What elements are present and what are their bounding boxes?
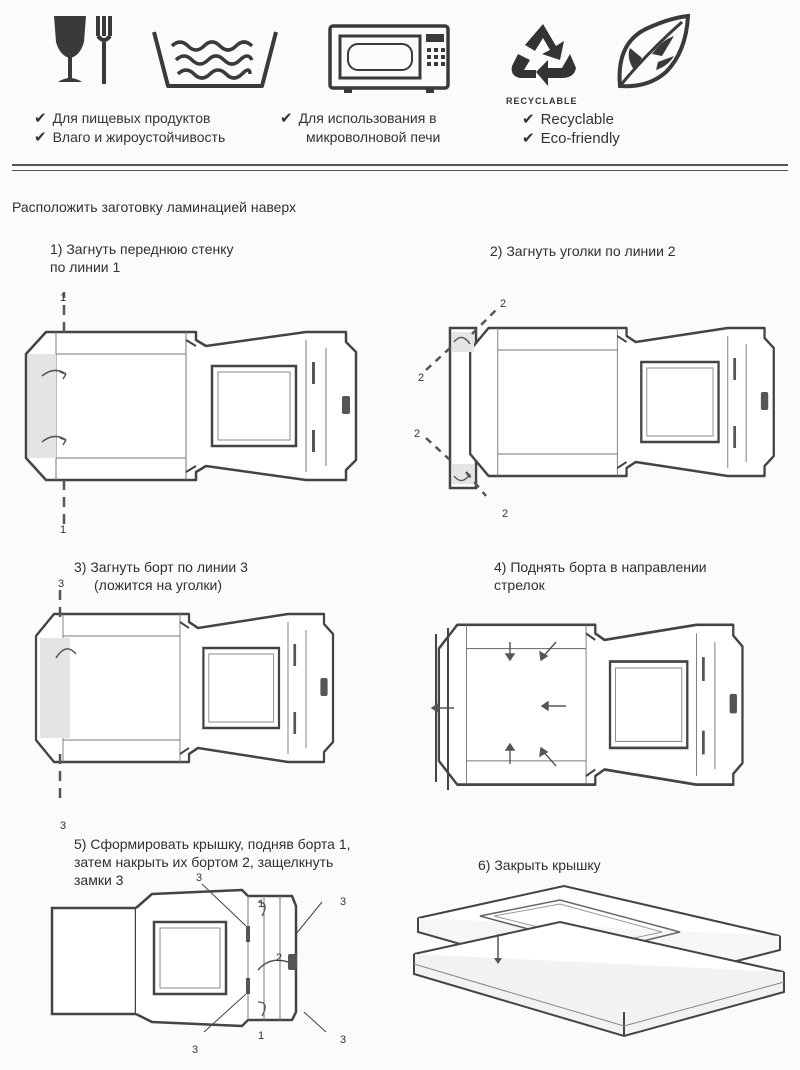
- microwave-icon: [328, 24, 450, 93]
- lock-3-marker: 3: [340, 896, 347, 908]
- step-1-diagram: [24, 292, 358, 524]
- step-2-diagram: [425, 309, 776, 497]
- line-3-marker-bottom: 3: [60, 820, 67, 832]
- features-col-2: ✔Для использования в микроволновой печи: [280, 109, 440, 147]
- feature-food: ✔Для пищевых продуктов: [34, 110, 211, 127]
- step-3-caption: 3) Загнуть борт по линии 3(ложится на уг…: [74, 559, 248, 593]
- feature-microwave: ✔Для использования в: [280, 110, 437, 127]
- features-col-1: ✔Для пищевых продуктов ✔Влаго и жироусто…: [34, 109, 225, 147]
- check-icon: ✔: [34, 110, 47, 127]
- lock-3-marker: 3: [192, 1044, 199, 1056]
- feature-recyclable: ✔Recyclable: [522, 111, 614, 128]
- features-col-3: ✔Recyclable ✔Eco-friendly: [522, 110, 620, 148]
- line-2-marker: 2: [418, 372, 425, 384]
- recyclable-label: RECYCLABLE: [506, 96, 578, 106]
- glass-fork-icon: [54, 16, 112, 84]
- line-1-marker-top: 1: [60, 292, 67, 304]
- flap-1-marker: 1: [258, 1030, 265, 1042]
- line-2-marker: 2: [502, 508, 509, 520]
- recycle-icon: [511, 24, 576, 86]
- step-5-diagram: [50, 883, 327, 1033]
- step-4-diagram: [430, 623, 744, 790]
- line-2-marker: 2: [414, 428, 421, 440]
- feature-grease: ✔Влаго и жироустойчивость: [34, 129, 226, 146]
- check-icon: ✔: [522, 130, 535, 147]
- line-1-marker-bottom: 1: [60, 524, 67, 536]
- flap-1-marker: 1: [258, 898, 265, 910]
- lock-3-marker: 3: [196, 872, 203, 884]
- line-2-marker: 2: [500, 298, 507, 310]
- flap-2-marker: 2: [276, 952, 283, 964]
- check-icon: ✔: [280, 110, 293, 127]
- check-icon: ✔: [522, 111, 535, 128]
- divider-bottom: [12, 170, 788, 171]
- check-icon: ✔: [34, 129, 47, 146]
- lock-3-marker: 3: [340, 1034, 347, 1046]
- step-5-caption: 5) Сформировать крышку, подняв борта 1,з…: [74, 836, 351, 888]
- feature-eco: ✔Eco-friendly: [522, 130, 620, 147]
- leaf-icon: [617, 13, 691, 89]
- line-3-marker-top: 3: [58, 578, 65, 590]
- divider-top: [12, 164, 788, 166]
- step-6-diagram: [413, 884, 785, 1038]
- water-bowl-icon: [152, 31, 278, 88]
- step-3-diagram: [34, 590, 335, 798]
- intro-text: Расположить заготовку ламинацией наверх: [12, 199, 297, 215]
- step-6-caption: 6) Закрыть крышку: [478, 857, 601, 873]
- step-2-caption: 2) Загнуть уголки по линии 2: [490, 243, 676, 259]
- icon-row: RECYCLABLE: [0, 0, 800, 106]
- feature-microwave-line2: микроволновой печи: [306, 129, 441, 145]
